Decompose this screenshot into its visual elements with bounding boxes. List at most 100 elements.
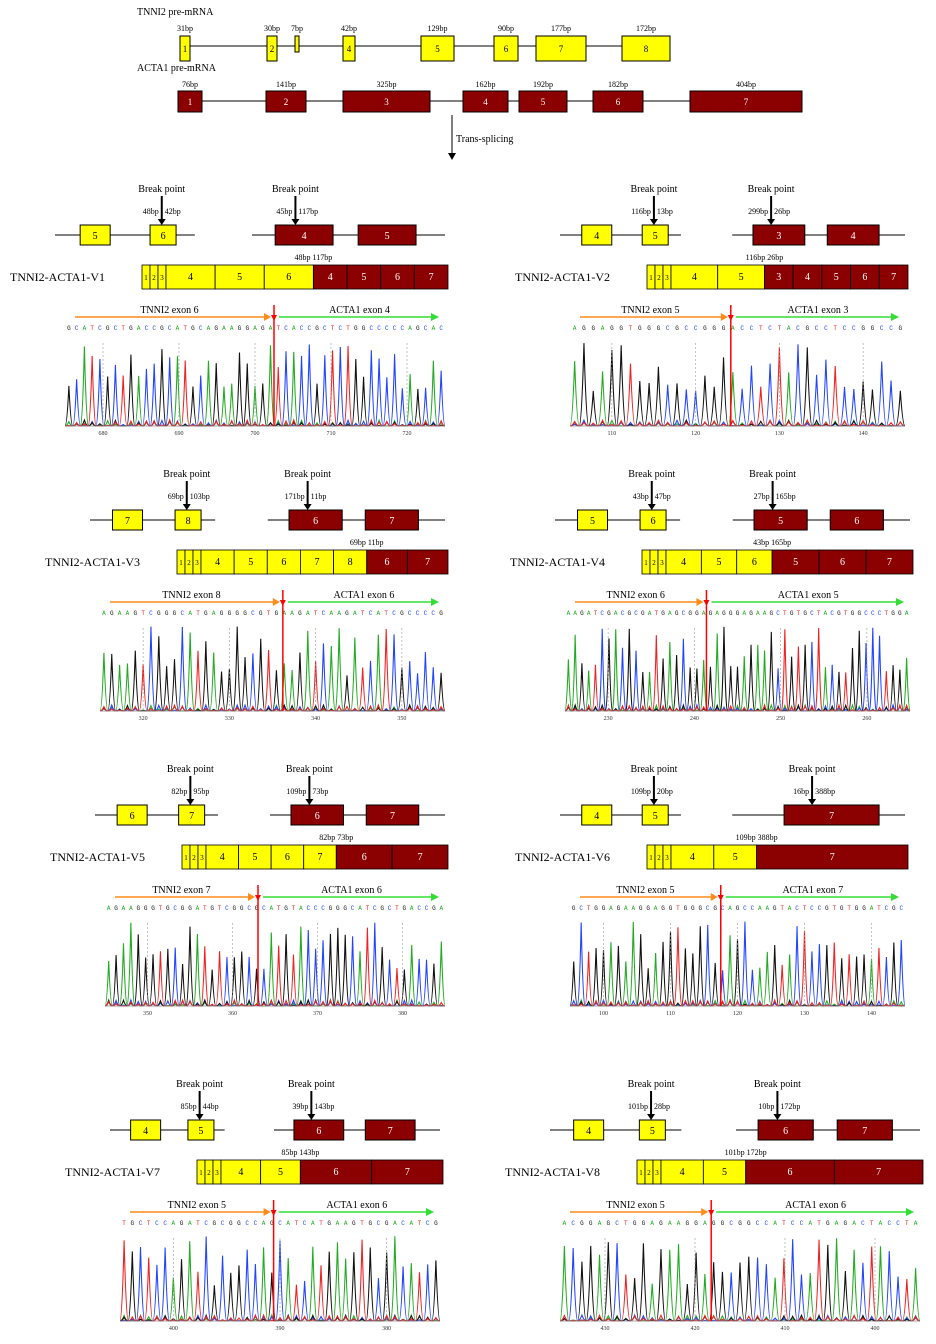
base-letter: C xyxy=(114,325,118,332)
tnni2-break-right-size: 44bp xyxy=(203,1102,219,1111)
fused-tnni2-exon-number: 5 xyxy=(237,272,242,283)
base-letter: G xyxy=(729,610,733,617)
base-letter: C xyxy=(152,325,156,332)
base-letter: T xyxy=(832,905,836,912)
fused-acta1-exon-number: 7 xyxy=(405,1167,410,1178)
acta1-exon-size: 162bp xyxy=(476,80,496,89)
base-letter: C xyxy=(880,325,884,332)
base-letter: G xyxy=(173,610,177,617)
acta1-exon-box xyxy=(288,509,343,531)
base-letter: G xyxy=(736,905,740,912)
base-letter: T xyxy=(331,325,335,332)
tick-label: 130 xyxy=(775,431,784,437)
fused-acta1-exon xyxy=(833,1159,924,1185)
acta1-break-arrowhead xyxy=(768,504,777,510)
tnni2-break-arrowhead xyxy=(647,504,656,510)
base-letter: T xyxy=(885,610,889,617)
chromatogram-trace-a xyxy=(559,1238,921,1322)
fused-tnni2-exon-number: 1 xyxy=(184,854,188,862)
acta1-break-left-size: 109bp xyxy=(286,787,306,796)
base-letter: A xyxy=(377,610,381,617)
base-letter: A xyxy=(122,905,126,912)
base-letter: G xyxy=(669,905,673,912)
tnni2-exon-number: 4 xyxy=(347,44,352,54)
base-letter: A xyxy=(393,1220,397,1227)
base-letter: T xyxy=(803,905,807,912)
fused-acta1-exon-number: 3 xyxy=(776,272,781,283)
base-letter: T xyxy=(594,610,598,617)
base-letter: G xyxy=(713,905,717,912)
chromatogram-trace-t xyxy=(569,927,906,1007)
acta1-exon-label: ACTA1 exon 4 xyxy=(329,305,390,316)
acta1-break-point-label: Break point xyxy=(284,469,331,480)
tick-label: 140 xyxy=(859,431,868,437)
base-letter: G xyxy=(233,905,237,912)
base-letter: G xyxy=(261,325,265,332)
base-letter: C xyxy=(885,905,889,912)
base-letter: C xyxy=(278,1220,282,1227)
base-letter: G xyxy=(284,905,288,912)
base-letter: T xyxy=(295,1220,299,1227)
tnni2-exon-number: 4 xyxy=(586,1126,591,1137)
tnni2-pre-mrna-title: TNNI2 pre-mRNA xyxy=(137,7,214,18)
base-letter: C xyxy=(168,325,172,332)
tnni2-exon-box xyxy=(420,35,455,62)
fused-acta1-exon xyxy=(821,264,851,290)
tnni2-exon-size: 31bp xyxy=(177,24,193,33)
base-letter: A xyxy=(631,905,635,912)
base-letter: C xyxy=(800,1220,804,1227)
base-letter: T xyxy=(277,905,281,912)
fused-tnni2-exon-number: 3 xyxy=(660,559,664,567)
fused-tnni2-exon xyxy=(220,1159,262,1185)
fused-tnni2-exon xyxy=(233,549,268,575)
base-letter: T xyxy=(759,325,763,332)
base-letter: G xyxy=(684,905,688,912)
base-letter: A xyxy=(914,1220,918,1227)
tnni2-break-point-label: Break point xyxy=(163,469,210,480)
tick-label: 380 xyxy=(382,1326,391,1332)
base-letter: A xyxy=(614,610,618,617)
base-letter: C xyxy=(221,1220,225,1227)
fused-acta1-exon-number: 4 xyxy=(805,272,810,283)
fused-tnni2-exon xyxy=(736,549,773,575)
junction-size-label: 48bp 117bp xyxy=(295,253,333,262)
base-letter: A xyxy=(879,1220,883,1227)
base-letter: G xyxy=(721,1220,725,1227)
base-letter: C xyxy=(416,610,420,617)
base-letter: A xyxy=(703,1220,707,1227)
fused-acta1-exon-number: 5 xyxy=(834,272,839,283)
junction-arrowhead xyxy=(270,1210,277,1216)
base-letter: G xyxy=(362,325,366,332)
tick-label: 340 xyxy=(311,716,320,722)
tnni2-exon-label: TNNI2 exon 7 xyxy=(152,885,210,896)
base-letter: C xyxy=(245,1220,249,1227)
acta1-exon-label: ACTA1 exon 6 xyxy=(333,590,394,601)
tick-label: 680 xyxy=(99,431,108,437)
tnni2-exon-label: TNNI2 exon 6 xyxy=(607,590,665,601)
tick-label: 120 xyxy=(691,431,700,437)
tick-label: 350 xyxy=(143,1011,152,1017)
base-letter: A xyxy=(624,905,628,912)
chromatogram-trace-g xyxy=(99,626,446,712)
base-letter: A xyxy=(344,1220,348,1227)
acta1-break-arrowhead xyxy=(291,219,300,225)
fused-tnni2-exon-number: 2 xyxy=(207,1169,211,1177)
acta1-exon-size: 192bp xyxy=(533,80,553,89)
base-letter: G xyxy=(712,1220,716,1227)
tnni2-break-left-size: 116bp xyxy=(631,207,651,216)
base-letter: A xyxy=(118,610,122,617)
fused-tnni2-exon-number: 5 xyxy=(248,557,253,568)
fused-acta1-exon xyxy=(745,1159,835,1185)
fused-tnni2-exon-number: 5 xyxy=(722,1167,727,1178)
chromatogram-trace-c xyxy=(99,626,446,712)
chromatogram-trace-t xyxy=(104,927,446,1007)
base-letter: C xyxy=(861,1220,865,1227)
tnni2-exon-label: TNNI2 exon 6 xyxy=(140,305,198,316)
base-letter: G xyxy=(180,1220,184,1227)
base-letter: G xyxy=(610,325,614,332)
variant-name: TNNI2-ACTA1-V5 xyxy=(50,850,145,864)
base-letter: A xyxy=(852,1220,856,1227)
